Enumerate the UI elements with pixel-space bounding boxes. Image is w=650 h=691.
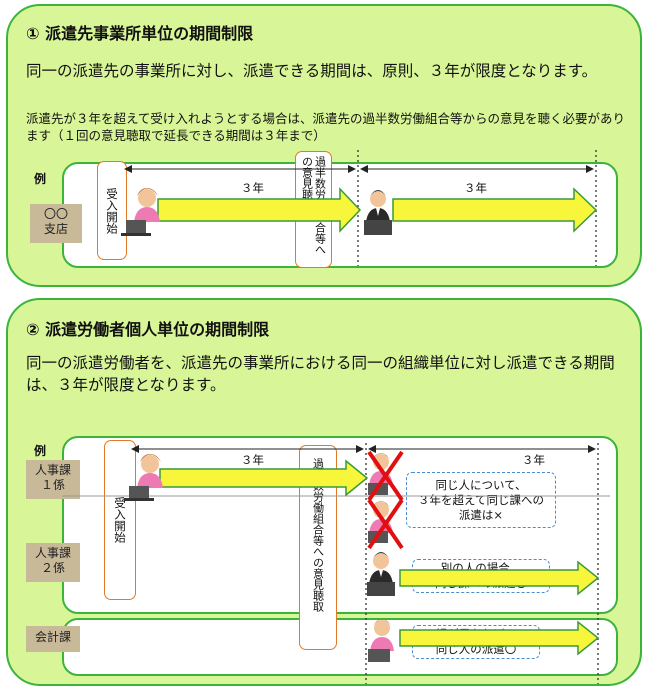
- section-1-period-2: ３年: [464, 181, 487, 195]
- callout-same-person-prohibited: 同じ人について、 ３年を超えて同じ課への 派遣は×: [406, 472, 556, 528]
- section-1-title: ① 派遣先事業所単位の期間制限: [26, 24, 254, 43]
- section-1-hearing-box: 過半数労働組合等への意見聴取: [295, 151, 332, 268]
- section-2-main-text: 同一の派遣労働者を、派遣先の事業所における同一の組織単位に対し派遣できる期間は、…: [26, 354, 615, 394]
- row-label-jinji-1: 人事課 １係: [26, 460, 80, 499]
- section-2-hearing-box: 過半数労働組合等への意見聴取: [299, 445, 337, 650]
- section-1-hearing-label: 過半数労働組合等への意見聴取: [300, 155, 327, 255]
- section-2-start-label: 受入開始: [113, 497, 127, 543]
- section-2-example-label: 例: [34, 444, 47, 458]
- section-1-example-label: 例: [34, 172, 47, 186]
- section-2-period-1: ３年: [241, 453, 264, 467]
- section-1-sub-text: 派遣先が３年を超えて受け入れようとする場合は、派遣先の過半数労働組合等からの意見…: [26, 111, 626, 143]
- branch-label: 〇〇 支店: [30, 204, 82, 243]
- section-1-main-text: 同一の派遣先の事業所に対し、派遣できる期間は、原則、３年が限度となります。: [26, 62, 598, 80]
- row-label-jinji-2: 人事課 ２係: [26, 543, 80, 582]
- row-label-kaikei: 会計課: [26, 626, 80, 652]
- callout-different-section-ok: 課が異なれば、 同じ人の派遣〇: [412, 625, 540, 659]
- callout-different-person-ok: 別の人の場合、 同じ課への派遣〇: [412, 559, 550, 593]
- section-2-title: ② 派遣労働者個人単位の期間制限: [26, 320, 270, 339]
- section-2-panel: ② 派遣労働者個人単位の期間制限 同一の派遣労働者を、派遣先の事業所における同一…: [6, 298, 642, 686]
- section-2-hearing-label: 過半数労働組合等への意見聴取: [311, 457, 325, 612]
- section-1-start-box: 受入開始: [97, 161, 127, 260]
- section-1-panel: ① 派遣先事業所単位の期間制限 同一の派遣先の事業所に対し、派遣できる期間は、原…: [6, 4, 642, 287]
- section-1-period-1: ３年: [241, 181, 264, 195]
- section-1-branch-row: [62, 162, 618, 268]
- section-2-period-2: ３年: [522, 453, 545, 467]
- section-2-start-box: 受入開始: [104, 440, 136, 600]
- section-1-start-label: 受入開始: [105, 187, 119, 234]
